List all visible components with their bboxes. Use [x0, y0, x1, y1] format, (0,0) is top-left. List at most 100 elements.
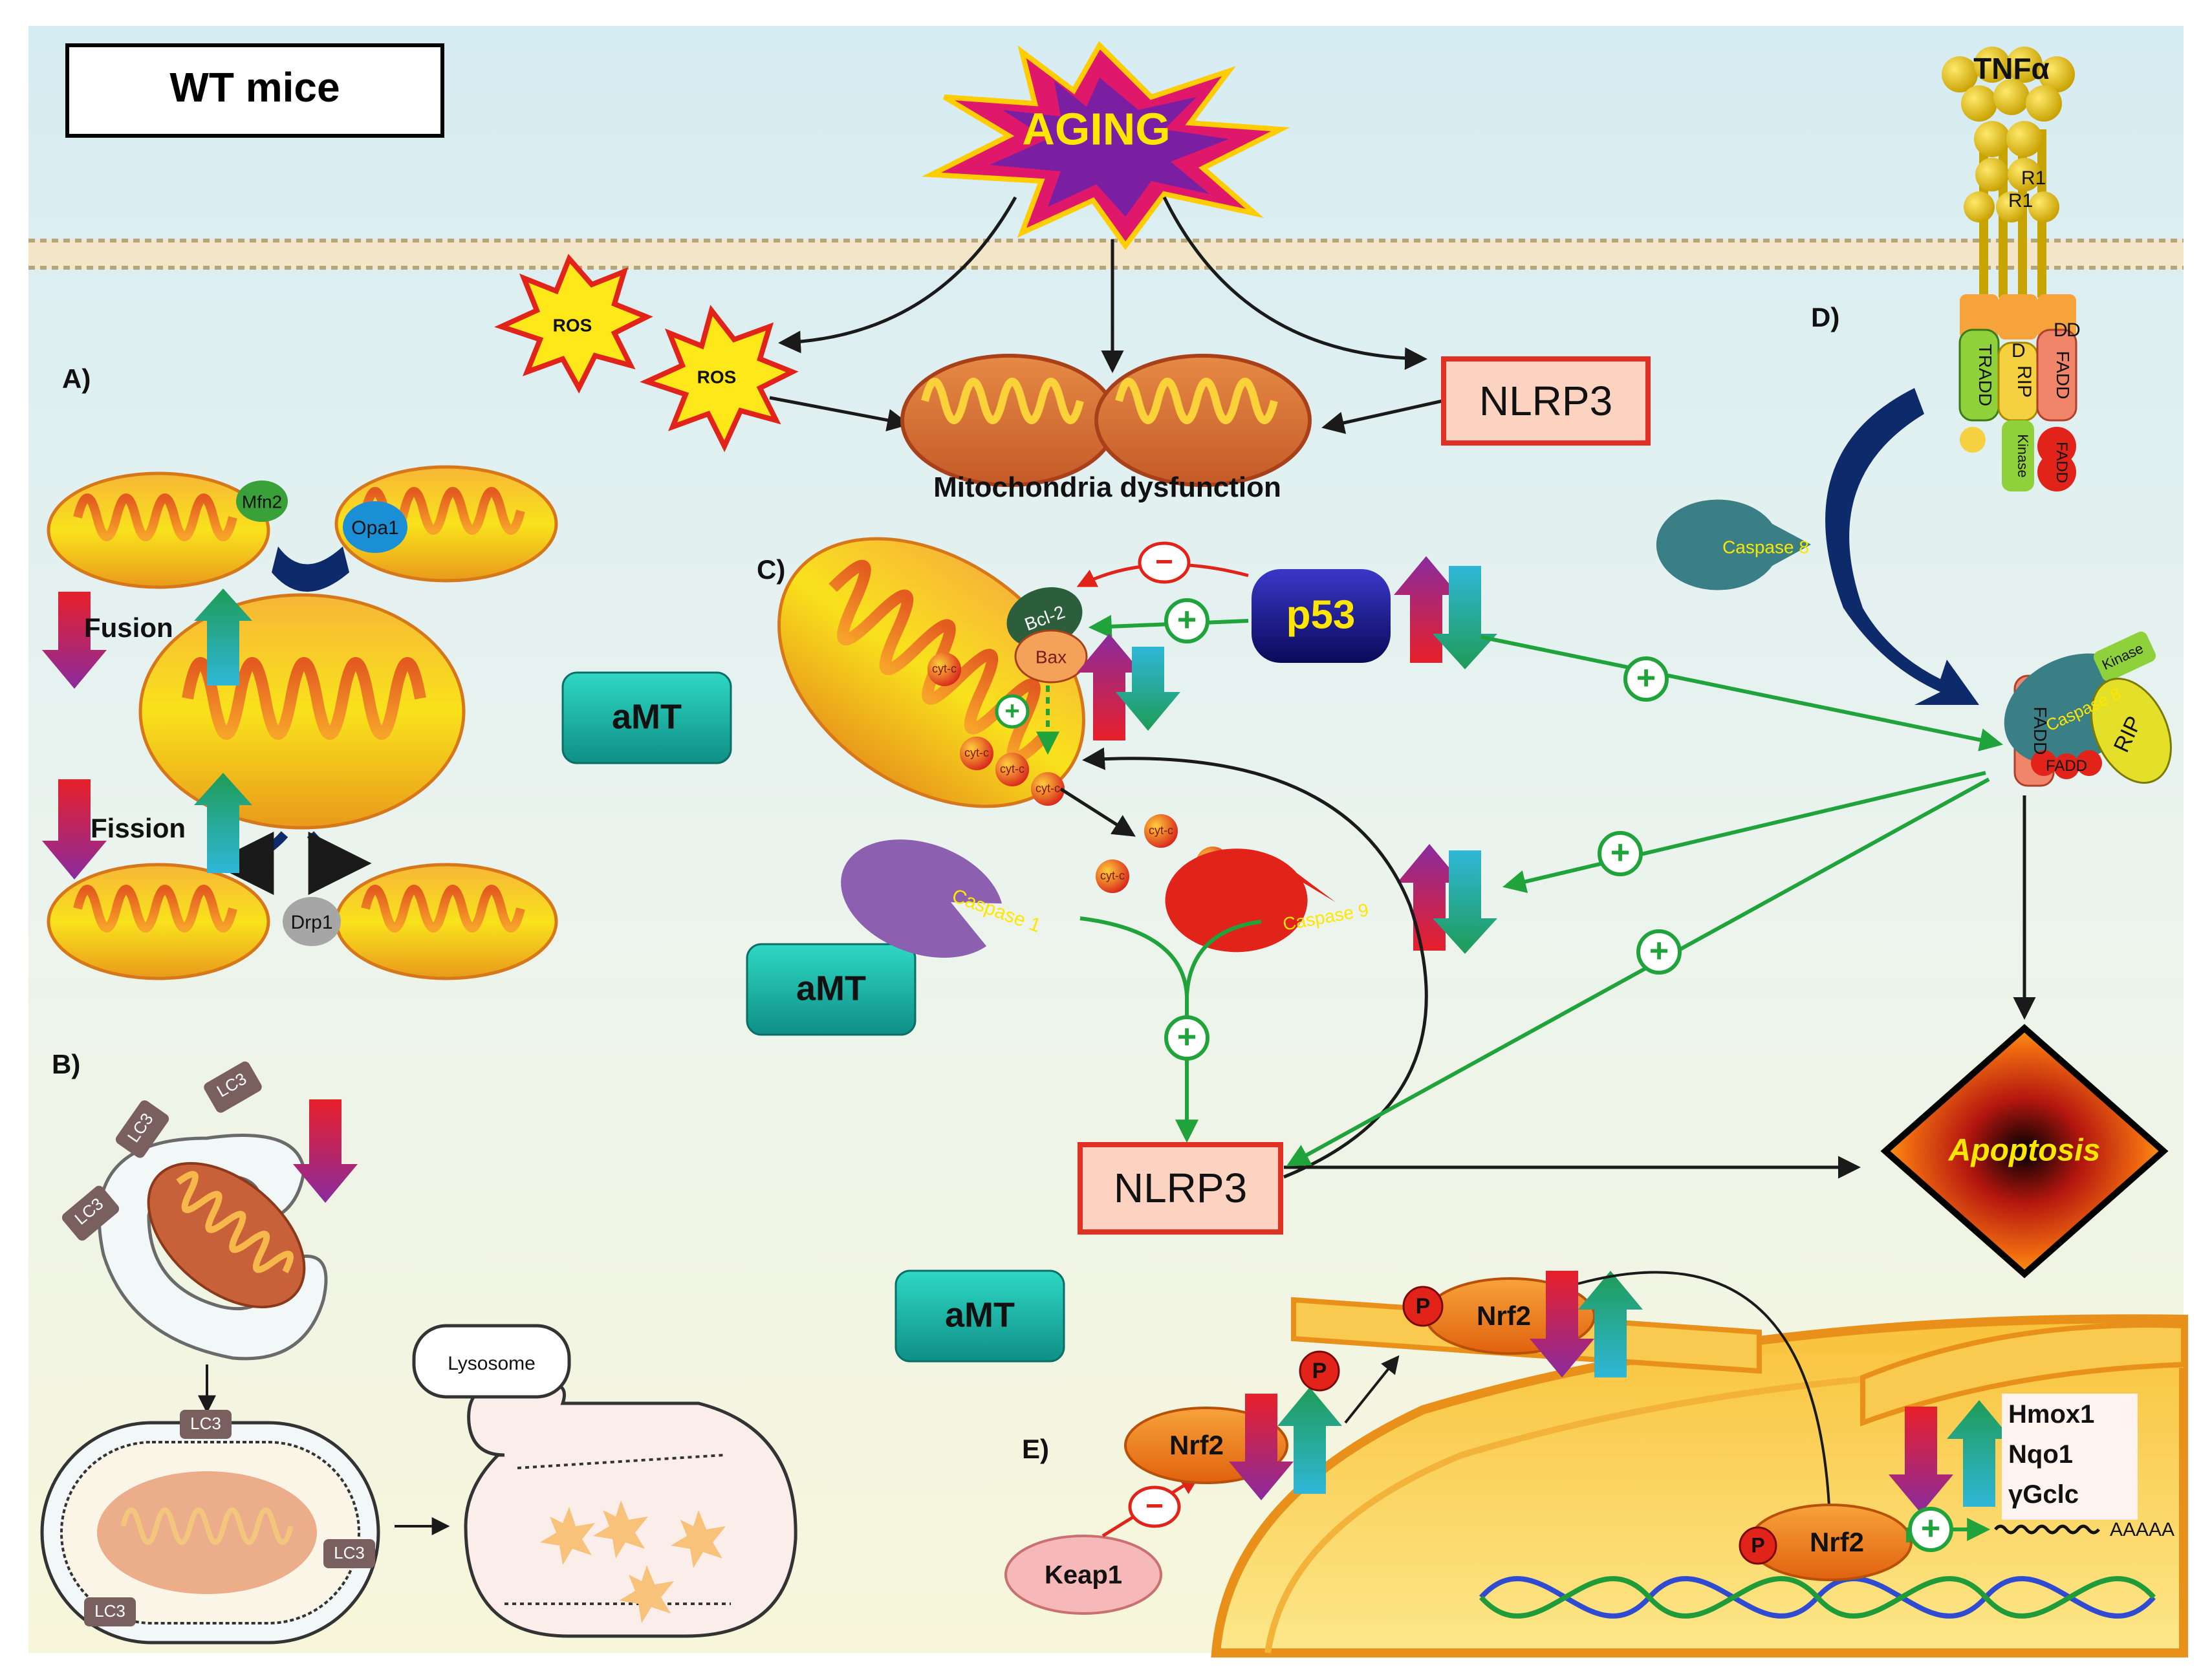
autophagy-down-arrow — [293, 1099, 358, 1203]
gene-label-nqo1: Nqo1 — [2008, 1440, 2073, 1469]
mito-dysfunction-label: Mitochondria dysfunction — [933, 471, 1281, 503]
p53-disc-plus — [1623, 656, 1669, 702]
fusion-down-arrow — [42, 592, 107, 689]
drp1-protein — [283, 897, 341, 946]
mfn2-protein — [236, 480, 288, 522]
disc-nlrp3-plus — [1636, 929, 1682, 975]
phospho-group-3 — [1739, 1526, 1777, 1565]
amt-box-3 — [895, 1269, 1065, 1363]
amt-label-1: aMT — [612, 697, 682, 736]
ros-to-mito-arrow — [769, 396, 910, 431]
panel-label-a: A) — [62, 363, 91, 394]
bax-protein — [1014, 629, 1088, 684]
cytc-label-2: cyt-c — [964, 746, 989, 759]
lc3-label-4: LC3 — [190, 1414, 221, 1433]
ros-burst-1 — [494, 254, 653, 394]
fission-down-arrow — [42, 779, 107, 880]
p53-to-disc-arrow — [1480, 635, 2004, 751]
mfn2-label: Mfn2 — [242, 491, 282, 512]
phospho-label-2: P — [1416, 1294, 1431, 1319]
nrf2-1-up-arrow — [1277, 1387, 1342, 1494]
lysosome-label: Lysosome — [448, 1353, 536, 1374]
p53-label: p53 — [1286, 592, 1356, 637]
cytc-label-6: cyt-c — [1100, 869, 1125, 882]
cytc-label-3: cyt-c — [1000, 762, 1025, 775]
polya-tail: AAAAA — [2110, 1519, 2174, 1540]
disc-caspase9-plus — [1598, 831, 1643, 876]
fission-label: Fission — [91, 813, 186, 843]
caspase9-down-arrow — [1433, 850, 1497, 954]
opa1-protein — [343, 501, 407, 553]
p53-bax-plus — [1164, 598, 1209, 643]
fadd-label-disc-red: FADD — [2046, 757, 2087, 775]
keap1-label: Keap1 — [1045, 1561, 1122, 1590]
caspase9-pacman — [1165, 848, 1336, 953]
lc3-label-5: LC3 — [334, 1543, 365, 1562]
nlrp3-label-top: NLRP3 — [1479, 378, 1612, 424]
amt-box-2 — [746, 943, 916, 1036]
bax-down-arrow — [1116, 647, 1180, 731]
fusion-up-arrow — [194, 588, 252, 685]
cytc-label-4: cyt-c — [1036, 782, 1060, 795]
genes-down-arrow — [1889, 1407, 1953, 1513]
fission-up-arrow — [194, 773, 252, 873]
tnf-receptor-complex — [1942, 47, 2077, 491]
phosphorylation-arrow — [1344, 1355, 1400, 1424]
nlrp3-box-top — [1441, 356, 1651, 446]
rip-label-top: RIP — [2013, 365, 2035, 398]
ros-label-1: ROS — [553, 315, 592, 335]
cytc-release-arrow — [1059, 787, 1136, 837]
nlrp3-to-mito-arrow — [1321, 399, 1443, 435]
gene-label-gclc: γGclc — [2008, 1480, 2079, 1509]
fusion-label: Fusion — [84, 612, 173, 643]
cytc-label-1: cyt-c — [932, 662, 957, 675]
fadd-label-top: FADD — [2053, 351, 2073, 400]
autophagosome — [40, 1421, 380, 1645]
cell-membrane — [28, 239, 2184, 270]
dd-label-1: D — [2054, 319, 2068, 341]
phospho-label-3: P — [1751, 1533, 1764, 1557]
caspase-nlrp3-plus-sign: + — [1177, 1019, 1197, 1056]
nrf2-label-2: Nrf2 — [1477, 1301, 1531, 1331]
mrna-strand — [1994, 1524, 2100, 1535]
opa1-label: Opa1 — [351, 517, 398, 539]
nlrp3-label-bottom: NLRP3 — [1114, 1165, 1247, 1211]
disc-to-nlrp3-arrow — [1286, 777, 1990, 1167]
apoptosis-label: Apoptosis — [1948, 1134, 2101, 1168]
nrf2-2-up-arrow — [1578, 1271, 1643, 1377]
p53-bcl2-minus-sign: − — [1155, 545, 1173, 579]
cytc-label-5: cyt-c — [1149, 824, 1173, 837]
fission-arrow-right — [307, 831, 372, 895]
p53-down-arrow — [1433, 566, 1497, 669]
genes-up-arrow — [1947, 1400, 2011, 1507]
target-genes-box — [2002, 1394, 2138, 1520]
tradd-label: TRADD — [1975, 344, 1995, 406]
r1-label-2: R1 — [2008, 190, 2033, 211]
nucleus — [1211, 1297, 2188, 1657]
receptor-to-disc-arrow — [1825, 388, 1979, 705]
caspase8-free — [1656, 499, 1811, 590]
p53-box — [1252, 569, 1391, 663]
bax-label: Bax — [1036, 647, 1067, 667]
autophagy-mitochondrion — [147, 1161, 306, 1309]
phospho-group-1 — [1299, 1350, 1340, 1392]
transcription-plus — [1908, 1507, 1953, 1552]
bax-up-arrow — [1077, 634, 1142, 740]
keap1-nrf2-minus — [1128, 1485, 1181, 1528]
p53-disc-plus-sign: + — [1636, 660, 1656, 697]
aging-to-ros-arrow — [778, 196, 1017, 354]
dd-label-2: D — [2066, 319, 2081, 341]
drp1-label: Drp1 — [290, 912, 332, 933]
aging-to-nlrp3-arrow — [1162, 196, 1427, 370]
lc3-tag-top — [180, 1410, 232, 1439]
amt-label-3: aMT — [945, 1295, 1015, 1334]
keap1-nrf2-minus-sign: − — [1145, 1489, 1164, 1524]
phospho-group-2 — [1402, 1286, 1444, 1327]
lc3-tag-bottom — [84, 1597, 136, 1626]
disc-complex — [2004, 631, 2172, 787]
autolysosome — [464, 1382, 797, 1638]
condition-label: WT mice — [169, 64, 340, 111]
panel-label-b: B) — [52, 1049, 80, 1079]
caspase-nlrp3-plus — [1164, 1015, 1209, 1061]
